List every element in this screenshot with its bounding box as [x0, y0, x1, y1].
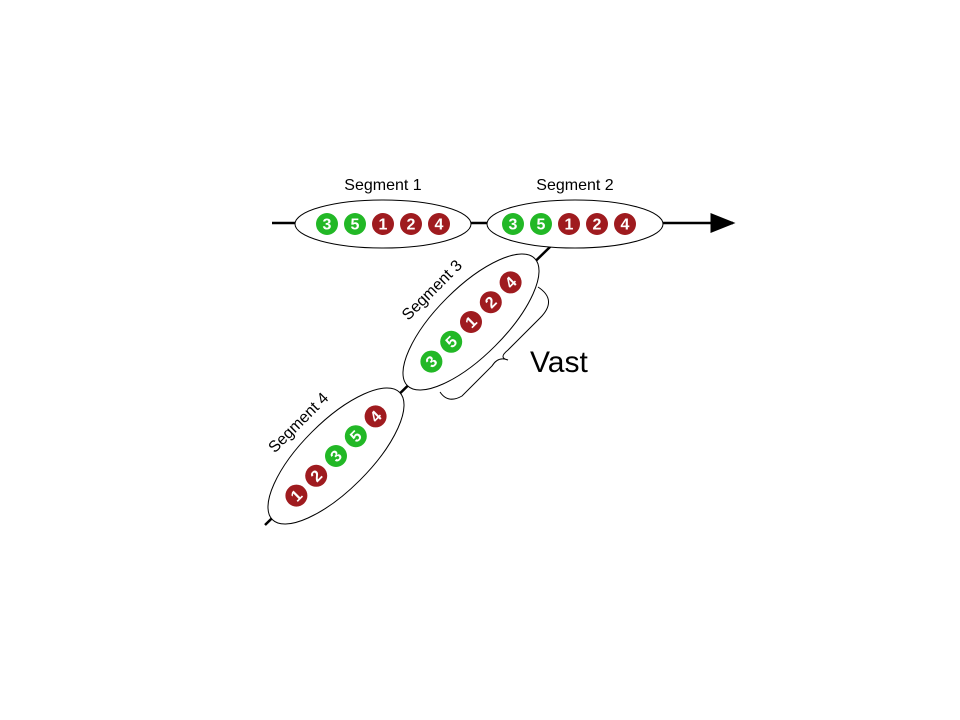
item-dot-circle: [502, 213, 524, 235]
item-dot-circle: [586, 213, 608, 235]
item-dot-circle: [285, 484, 308, 507]
item-dot-circle: [499, 271, 522, 294]
segment-1-items: 3 5 1 2 4: [316, 213, 450, 235]
item-dot-circle: [372, 213, 394, 235]
item-dot-circle: [428, 213, 450, 235]
item-dot-circle: [460, 311, 482, 333]
item-dot: 2: [586, 213, 608, 235]
item-dot: 5: [530, 213, 552, 235]
item-dot: 2: [400, 213, 422, 235]
item-dot-circle: [325, 445, 347, 467]
vast-label: Vast: [530, 346, 588, 379]
item-dot-circle: [400, 213, 422, 235]
segment-2: Segment 2 3 5 1 2 4: [486, 177, 664, 249]
item-dot-circle: [316, 213, 338, 235]
item-dot: 3: [420, 350, 443, 373]
item-dot-number: 4: [435, 217, 444, 234]
item-dot-number: 2: [407, 217, 416, 234]
item-dot: 1: [285, 484, 308, 507]
item-dot-circle: [344, 213, 366, 235]
segment-2-items: 3 5 1 2 4: [502, 213, 636, 235]
item-dot: 1: [372, 213, 394, 235]
item-dot: 2: [305, 464, 328, 487]
item-dot: 2: [479, 291, 502, 314]
segment-1: Segment 1 3 5 1 2 4: [294, 177, 472, 249]
item-dot-circle: [614, 213, 636, 235]
item-dot-number: 3: [509, 217, 518, 234]
item-dot-number: 5: [351, 217, 360, 234]
item-dot: 5: [344, 425, 367, 448]
segment-1-label: Segment 1: [344, 177, 421, 194]
item-dot: 1: [558, 213, 580, 235]
item-dot-number: 4: [621, 217, 630, 234]
item-dot: 1: [460, 311, 482, 333]
item-dot-number: 2: [593, 217, 602, 234]
item-dot: 4: [364, 405, 387, 428]
item-dot-circle: [420, 350, 443, 373]
item-dot: 4: [428, 213, 450, 235]
item-dot-circle: [558, 213, 580, 235]
item-dot-number: 1: [379, 217, 388, 234]
item-dot-number: 1: [565, 217, 574, 234]
item-dot: 5: [344, 213, 366, 235]
vast-brace: [439, 286, 549, 400]
item-dot-circle: [364, 405, 387, 428]
segment-2-label: Segment 2: [536, 177, 613, 194]
item-dot: 3: [502, 213, 524, 235]
item-dot-circle: [305, 464, 328, 487]
item-dot-number: 5: [537, 217, 546, 234]
item-dot: 4: [614, 213, 636, 235]
item-dot-circle: [479, 291, 502, 314]
item-dot: 3: [316, 213, 338, 235]
item-dot: 3: [325, 445, 347, 467]
item-dot-circle: [530, 213, 552, 235]
item-dot-circle: [344, 425, 367, 448]
item-dot-number: 3: [323, 217, 332, 234]
item-dot: 4: [499, 271, 522, 294]
item-dot-circle: [440, 330, 463, 353]
item-dot: 5: [440, 330, 463, 353]
